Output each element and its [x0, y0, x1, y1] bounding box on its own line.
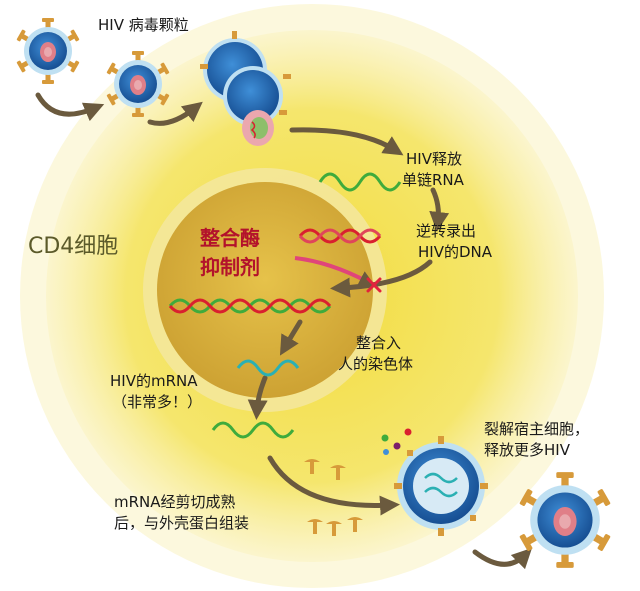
label-release-rna-1: HIV释放 — [406, 150, 462, 168]
rna-strand-icon — [318, 172, 402, 192]
label-release-rna-2: 单链RNA — [402, 171, 464, 189]
hiv-virion-icon — [16, 18, 80, 84]
chromosome-helix-icon — [168, 298, 332, 314]
envelope-protein-icon — [304, 459, 363, 536]
label-lyse-1: 裂解宿主细胞， — [484, 420, 590, 438]
arrow-to-rna — [289, 127, 404, 156]
arrow-integration-to-mrna — [279, 319, 303, 356]
label-reverse-1: 逆转录出 — [416, 222, 477, 240]
arrow-mrna-out — [247, 375, 268, 420]
arrow-assembly-to-release — [472, 547, 533, 570]
label-cd4-cell: CD4细胞 — [28, 234, 119, 259]
fusing-virion-icon — [200, 31, 291, 146]
arrow-to-assembly — [267, 455, 400, 516]
label-reverse-2: HIV的DNA — [418, 243, 492, 261]
label-assemble-1: mRNA经剪切成熟 — [114, 493, 236, 511]
arrow-virion-to-virion — [35, 92, 105, 122]
dna-helix-icon — [298, 228, 382, 244]
assembling-virion-icon — [394, 436, 488, 536]
rna-strand-icon — [211, 421, 295, 439]
label-mrna-1: HIV的mRNA — [110, 372, 198, 390]
label-assemble-2: 后，与外壳蛋白组装 — [114, 514, 250, 532]
label-inhibitor-2: 抑制剂 — [200, 255, 260, 279]
protein-dots — [381, 428, 412, 455]
label-lyse-2: 释放更多HIV — [484, 441, 570, 459]
arrow-virion-to-fusion — [147, 101, 203, 126]
label-inhibitor-1: 整合酶 — [200, 226, 260, 250]
block-x-icon — [366, 277, 382, 293]
label-mrna-2: （非常多！） — [112, 393, 203, 411]
rna-strand-icon — [236, 359, 300, 377]
arrow-rna-to-dna — [429, 187, 450, 232]
label-integrate-2: 人的染色体 — [338, 355, 414, 373]
arrow-dna-to-nucleus — [330, 259, 433, 298]
label-hiv-virion: HIV 病毒颗粒 — [98, 16, 189, 34]
label-integrate-1: 整合入 — [356, 334, 402, 352]
inhibitor-arrow — [294, 256, 376, 286]
